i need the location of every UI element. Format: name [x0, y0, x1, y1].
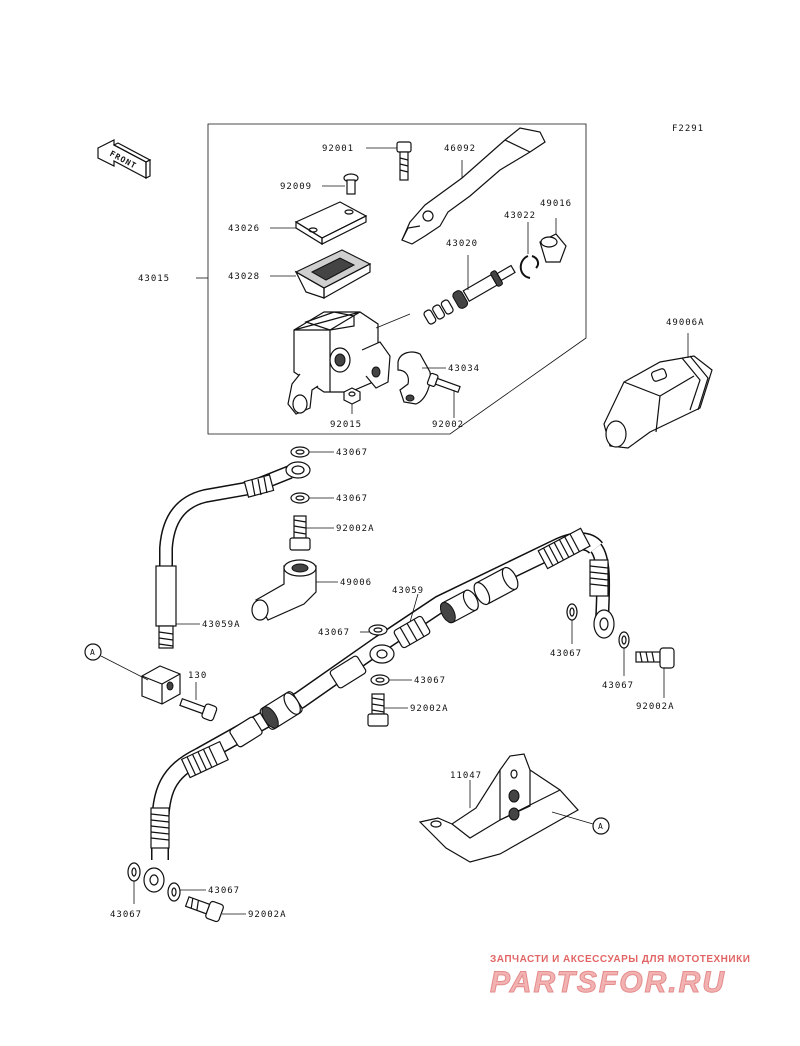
bolt-130: [179, 697, 218, 722]
part-label-49016: 49016: [540, 199, 572, 209]
part-label-92002a-1: 92002A: [336, 524, 375, 534]
piston-kit-43020: [423, 264, 516, 325]
washer-43067-upper-2: [290, 492, 310, 504]
callout-a-right: A: [598, 822, 604, 831]
circlip-43022: [519, 255, 540, 279]
washer-43067-upper-1: [290, 446, 310, 458]
watermark-tagline: ЗАПЧАСТИ И АКСЕССУАРЫ ДЛЯ МОТОТЕХНИКИ: [490, 954, 750, 965]
cover-49006: [251, 559, 317, 621]
brake-lever-46092: [401, 127, 546, 245]
joint-block: [141, 665, 181, 705]
figure-code: F2291: [672, 124, 704, 134]
callout-a-left: A: [90, 648, 96, 657]
banjo-bolt-92002a-right: [635, 647, 675, 669]
part-label-92002a-2: 92002A: [410, 704, 449, 714]
dust-boot-49016: [539, 233, 567, 263]
screw-92009: [343, 173, 359, 195]
part-label-92009: 92009: [280, 182, 312, 192]
part-label-92002: 92002: [432, 420, 464, 430]
part-label-43059a: 43059A: [202, 620, 241, 630]
washer-43067-middle-1: [368, 624, 388, 636]
part-label-43067-2: 43067: [336, 494, 368, 504]
part-label-43067-5: 43067: [414, 676, 446, 686]
reservoir-cap-43026: [294, 201, 368, 246]
part-label-49006a: 49006A: [666, 318, 705, 328]
part-label-43067-4: 43067: [550, 649, 582, 659]
part-label-130: 130: [188, 671, 207, 681]
bracket-11047: [418, 753, 579, 863]
part-label-43059: 43059: [392, 586, 424, 596]
callout-a-right-icon: [592, 817, 610, 835]
part-label-43067-8: 43067: [110, 910, 142, 920]
part-label-11047: 11047: [450, 771, 482, 781]
part-label-46092: 46092: [444, 144, 476, 154]
part-label-43034: 43034: [448, 364, 480, 374]
watermark-brand: PARTSFOR.RU: [490, 966, 726, 999]
part-label-43067-7: 43067: [208, 886, 240, 896]
part-label-92001: 92001: [322, 144, 354, 154]
front-arrow-icon: FRONT: [97, 139, 152, 179]
part-label-43067-6: 43067: [602, 681, 634, 691]
handlebar-clamp-43034: [397, 351, 431, 405]
washer-43067-right-1: [566, 603, 578, 621]
part-label-43067-3: 43067: [318, 628, 350, 638]
washer-43067-lower-2: [167, 882, 181, 902]
banjo-bolt-92002a-middle: [367, 693, 389, 727]
washer-43067-right-2: [618, 631, 630, 649]
part-label-49006: 49006: [340, 578, 372, 588]
nut-92015: [343, 387, 361, 405]
brake-hose-43059a: [155, 461, 311, 649]
assembly-outline: [207, 123, 587, 435]
washer-43067-middle-2: [370, 674, 390, 686]
part-label-43015: 43015: [138, 274, 170, 284]
banjo-bolt-92002a-lower: [184, 896, 224, 923]
callout-a-left-icon: [84, 643, 102, 661]
part-label-92002a-4: 92002A: [248, 910, 287, 920]
brake-hose-43059: [143, 527, 615, 893]
part-label-92002a-3: 92002A: [636, 702, 675, 712]
bolt-92001: [396, 141, 412, 181]
part-label-43020: 43020: [446, 239, 478, 249]
part-label-43026: 43026: [228, 224, 260, 234]
cover-49006a: [603, 355, 713, 449]
master-cylinder-body: [287, 311, 391, 415]
banjo-bolt-92002a-upper: [289, 515, 311, 551]
part-label-43028: 43028: [228, 272, 260, 282]
diaphragm-43028: [294, 249, 372, 300]
part-label-92015: 92015: [330, 420, 362, 430]
washer-43067-lower-1: [127, 862, 141, 882]
part-label-43067-1: 43067: [336, 448, 368, 458]
part-label-43022: 43022: [504, 211, 536, 221]
bolt-92002: [426, 372, 461, 394]
